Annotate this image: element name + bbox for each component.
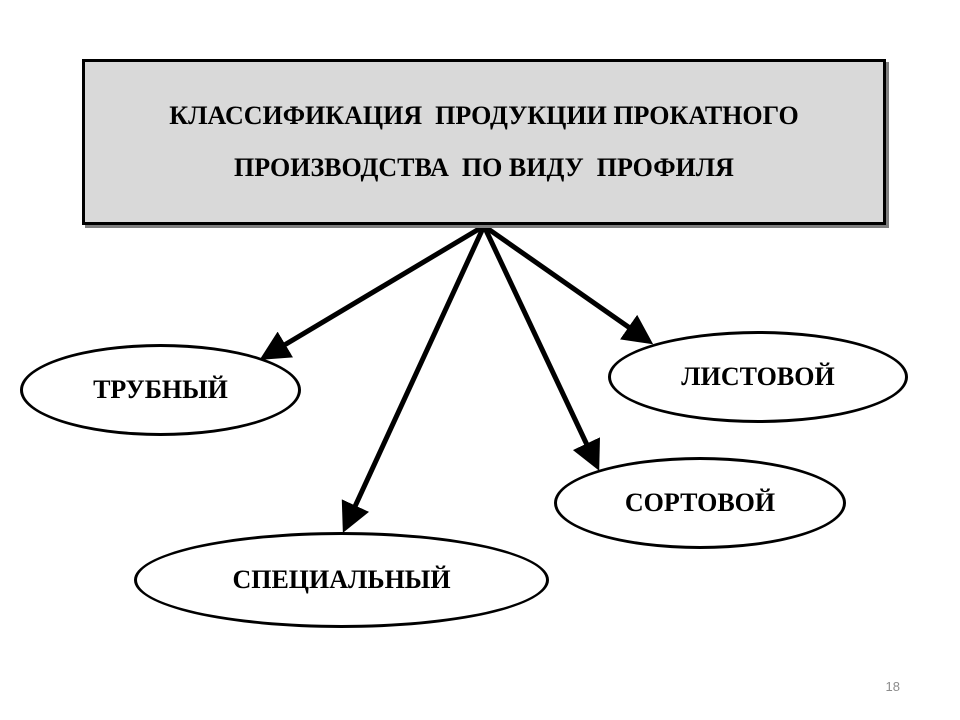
node-specialny-label: СПЕЦИАЛЬНЫЙ: [232, 565, 451, 594]
header-title-line-1: КЛАССИФИКАЦИЯ ПРОДУКЦИИ ПРОКАТНОГО: [169, 101, 799, 130]
classification-header-box: КЛАССИФИКАЦИЯ ПРОДУКЦИИ ПРОКАТНОГО ПРОИЗ…: [82, 59, 886, 225]
arrow-to-trubny: [259, 223, 486, 360]
node-trubny-label: ТРУБНЫЙ: [93, 375, 228, 404]
node-sortovoy-label: СОРТОВОЙ: [624, 488, 776, 517]
node-listovoy: ЛИСТОВОЙ: [608, 331, 908, 423]
header-title-line-2: ПРОИЗВОДСТВА ПО ВИДУ ПРОФИЛЯ: [234, 153, 734, 182]
node-specialny: СПЕЦИАЛЬНЫЙ: [134, 532, 549, 628]
arrow-to-sortovoy: [481, 224, 600, 471]
page-number: 18: [885, 679, 900, 694]
arrow-to-listovoy: [482, 223, 654, 345]
arrow-to-specialny: [341, 224, 487, 533]
node-listovoy-label: ЛИСТОВОЙ: [681, 362, 835, 391]
node-sortovoy: СОРТОВОЙ: [554, 457, 846, 549]
node-trubny: ТРУБНЫЙ: [20, 344, 301, 436]
